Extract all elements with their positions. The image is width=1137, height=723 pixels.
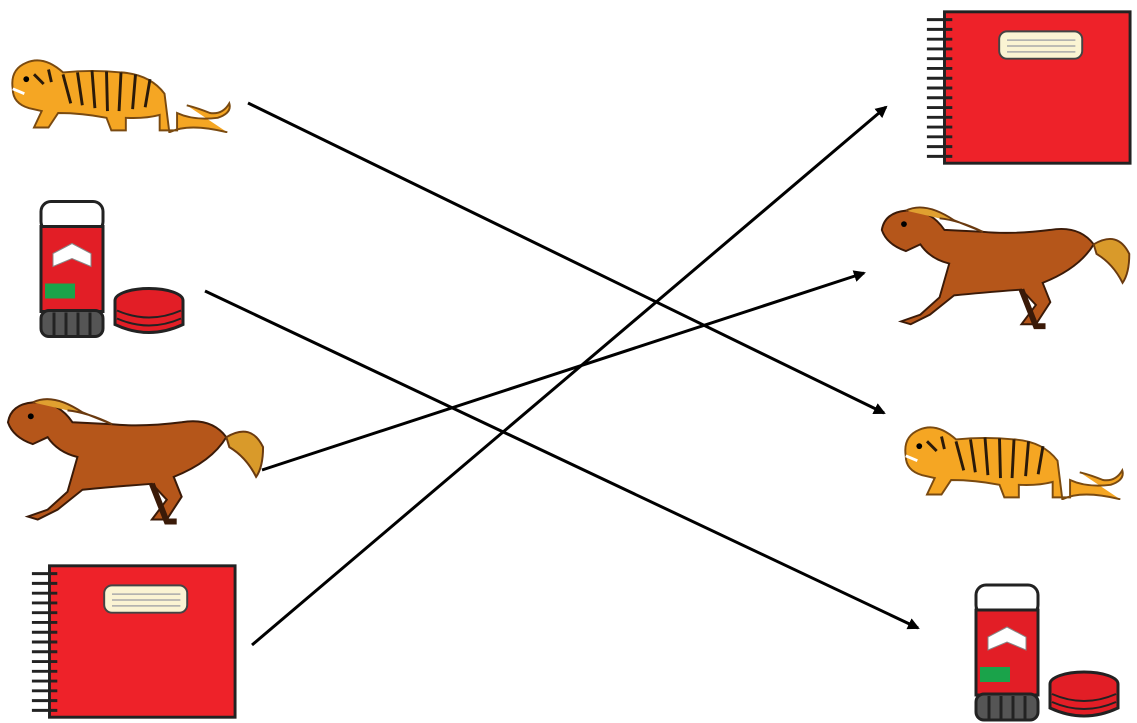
- right-notebook-icon: [925, 10, 1132, 165]
- arrow-glue-stick-to-glue-stick: [204, 289, 920, 630]
- left-tiger-icon: [10, 58, 232, 133]
- left-notebook-icon: [30, 564, 237, 719]
- arrow-notebook-to-notebook: [251, 105, 888, 647]
- right-glue-stick-icon: [974, 583, 1120, 722]
- arrow-tiger-to-tiger: [247, 101, 886, 415]
- left-glue-stick-icon: [39, 199, 185, 339]
- right-horse-icon: [882, 207, 1129, 326]
- left-horse-icon: [8, 399, 263, 521]
- arrow-horse-to-horse: [261, 270, 866, 472]
- right-tiger-icon: [903, 425, 1125, 500]
